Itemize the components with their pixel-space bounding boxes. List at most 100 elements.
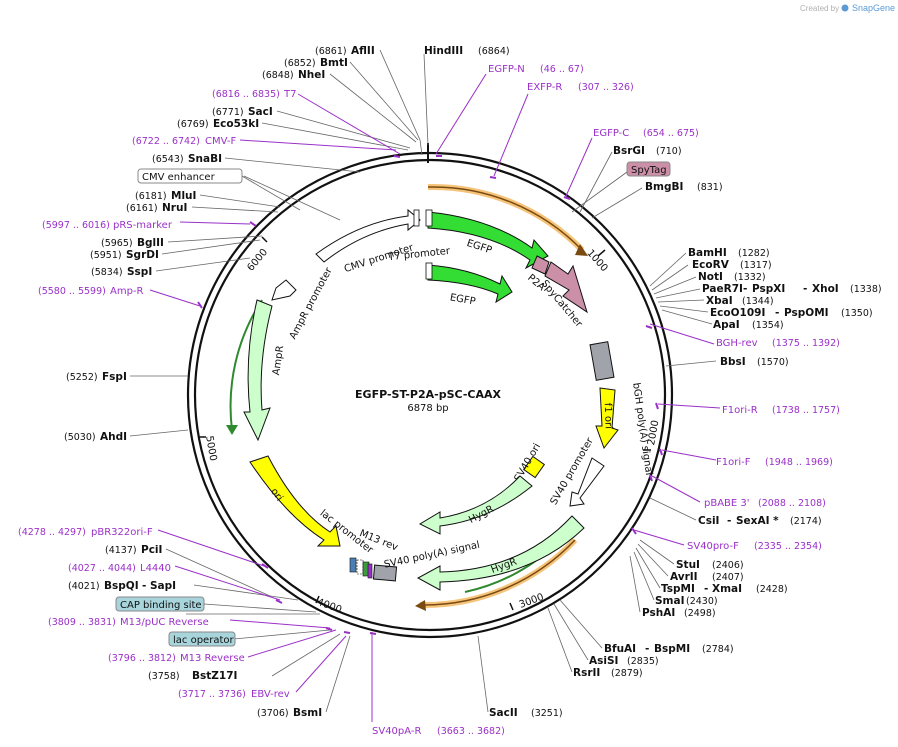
ahdi-pos: (5030) (64, 432, 96, 443)
cmv-enhancer-label: CMV enhancer (142, 172, 216, 183)
ebvrev-name: EBV-rev (251, 689, 290, 700)
primer-lines (149, 73, 721, 722)
mlui-pos: (6181) (135, 191, 167, 202)
bbsi-pos: (1570) (757, 357, 789, 368)
dash-separators: -- -- -- (645, 283, 807, 655)
plasmid-size: 6878 bp (407, 403, 448, 414)
pbabe-range: (2088 .. 2108) (758, 498, 826, 509)
tspmi-pos: (2428) (756, 584, 788, 595)
ampr-name: Amp-R (110, 286, 144, 297)
cmv-enhancer-box: CMV enhancer (137, 168, 243, 184)
nrui-pos: (6161) (126, 203, 158, 214)
cmv-enhancer-leader (241, 175, 301, 211)
spytag-label: SpyTag (631, 165, 667, 176)
bghrev-name: BGH-rev (716, 338, 758, 349)
m13puc-name: M13/pUC Reverse (120, 617, 209, 628)
ecoo109i-pos: (1350) (841, 308, 873, 319)
lac-operator-box: lac operator (168, 631, 236, 647)
saci-name: SacI (248, 106, 273, 118)
pbabe-name: pBABE 3' (704, 498, 750, 509)
f1orif-name: F1ori-F (716, 457, 751, 468)
xbai-pos: (1344) (742, 296, 774, 307)
bmti-pos: (6852) (284, 58, 316, 69)
bsrgi-pos: (710) (656, 146, 682, 157)
bfuai-pos: (2784) (702, 644, 734, 655)
sexai-name: SexAI * (736, 515, 779, 527)
egfpn-name: EGFP-N (488, 64, 525, 75)
eco53ki-pos: (6769) (177, 119, 209, 130)
egfpc-name: EGFP-C (593, 128, 629, 139)
xbai-name: XbaI (706, 295, 733, 307)
snapgene-logo-icon (841, 4, 849, 12)
tick-1000: 1000 (584, 248, 609, 274)
sv40-promoter-feature (569, 457, 605, 507)
csii-name: CsiI (698, 515, 719, 527)
right-sites: HindIII (6864) BsrGI (710) BmgBI (831) B… (424, 45, 882, 719)
pspxi-name: PspXI (752, 283, 785, 295)
stui-name: StuI (676, 559, 700, 571)
egfpc-range: (654 .. 675) (643, 128, 699, 139)
ampr-promoter-label: AmpR promoter (288, 265, 335, 341)
pbr322-name: pBR322ori-F (91, 527, 153, 538)
bstz17i-pos: (3758) (148, 671, 180, 682)
ecorv-name: EcoRV (692, 259, 730, 271)
sapi-name: SapI (150, 580, 176, 592)
p2a-feature (531, 255, 550, 275)
m13rev-range: (3796 .. 3812) (108, 653, 176, 664)
bsmi-name: BsmI (293, 707, 322, 719)
pshai-pos: (2498) (684, 608, 716, 619)
bspqi-name: BspQI (104, 580, 139, 592)
asisi-pos: (2835) (627, 656, 659, 667)
m13rev-marker (367, 563, 373, 579)
bglii-pos: (5965) (101, 238, 133, 249)
spycatcher-feature (544, 261, 588, 314)
sv40prof-name: SV40pro-F (687, 541, 739, 552)
pbr322-range: (4278 .. 4297) (18, 527, 86, 538)
ampr-range: (5580 .. 5599) (38, 286, 106, 297)
bstz17i-name: BstZ17I (192, 670, 237, 682)
xmai-name: XmaI (712, 583, 742, 595)
bmgbi-pos: (831) (697, 182, 723, 193)
sv40ori-feature (522, 455, 546, 479)
sacii-name: SacII (489, 707, 518, 719)
nhei-name: NheI (298, 69, 325, 81)
svg-text:-: - (727, 515, 731, 527)
f1ori-label: f1 ori (602, 403, 614, 429)
tspmi-name: TspMI (661, 583, 695, 595)
hygr-feature-2 (416, 515, 585, 591)
stub-2 (425, 262, 433, 280)
eco53ki-name: Eco53kI (213, 118, 259, 130)
cap-site-leader (203, 603, 317, 613)
leader-lines (129, 49, 717, 713)
svg-text:-: - (743, 283, 747, 295)
xhoi-name: XhoI (812, 283, 839, 295)
noti-pos: (1332) (734, 272, 766, 283)
spytag-leader (571, 171, 628, 213)
nrui-name: NruI (162, 202, 187, 214)
bspqi-pos: (4021) (68, 581, 100, 592)
tick-5000: 5000 (203, 435, 218, 462)
t7-promoter-feature (413, 209, 420, 227)
avrii-name: AvrII (670, 571, 698, 583)
left-sites: (6861) AflII (6852) BmtI (6848) NheI (67… (64, 45, 375, 719)
sv40prof-range: (2335 .. 2354) (754, 541, 822, 552)
lac-promoter-marker (356, 559, 364, 575)
noti-name: NotI (698, 271, 723, 283)
hygr-feature-1 (418, 475, 533, 535)
sv40polya-feature (372, 564, 398, 582)
sacii-pos: (3251) (531, 708, 563, 719)
pcii-pos: (4137) (105, 545, 137, 556)
exfpr-name: EXFP-R (527, 82, 562, 93)
cap-site-marker (349, 557, 357, 573)
ahdi-name: AhdI (100, 431, 127, 443)
egfp-feature-2 (427, 264, 513, 304)
ori-feature (249, 455, 341, 547)
bghrev-range: (1375 .. 1392) (772, 338, 840, 349)
plasmid-name: EGFP-ST-P2A-pSC-CAAX (355, 388, 501, 401)
stub-1 (425, 209, 433, 227)
cap-site-box: CAP binding site (115, 596, 205, 612)
svg-text:-: - (775, 307, 779, 319)
svg-text:-: - (803, 283, 807, 295)
svg-text:-: - (645, 643, 649, 655)
